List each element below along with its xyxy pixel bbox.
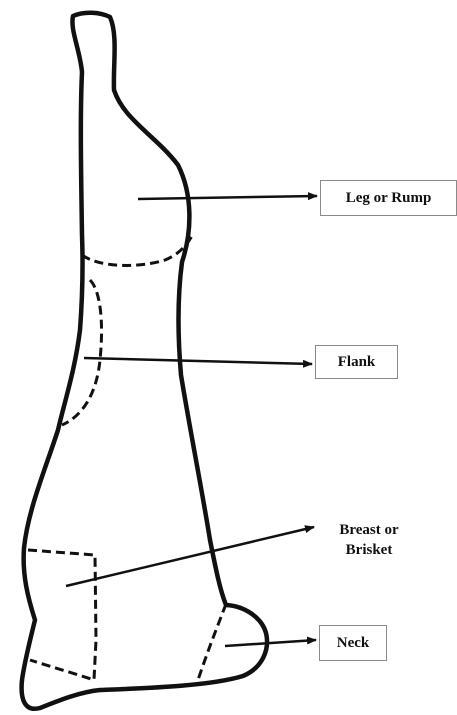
label-breast-or-brisket: Breast or Brisket	[316, 512, 422, 568]
label-breast-line1: Breast or	[339, 520, 398, 540]
label-leg-or-rump: Leg or Rump	[320, 180, 457, 216]
label-breast-line2: Brisket	[346, 540, 393, 560]
label-flank: Flank	[315, 345, 398, 379]
label-neck-text: Neck	[337, 633, 370, 653]
leg-division-line	[82, 236, 192, 265]
leg-arrow	[138, 196, 317, 199]
label-neck: Neck	[319, 625, 387, 661]
label-leg-text: Leg or Rump	[346, 188, 432, 208]
label-flank-text: Flank	[338, 352, 376, 372]
breast-division-line	[28, 550, 96, 680]
neck-division-line	[198, 604, 226, 680]
neck-arrow	[225, 640, 316, 646]
flank-arrow	[84, 358, 312, 364]
breast-arrow	[66, 527, 314, 586]
